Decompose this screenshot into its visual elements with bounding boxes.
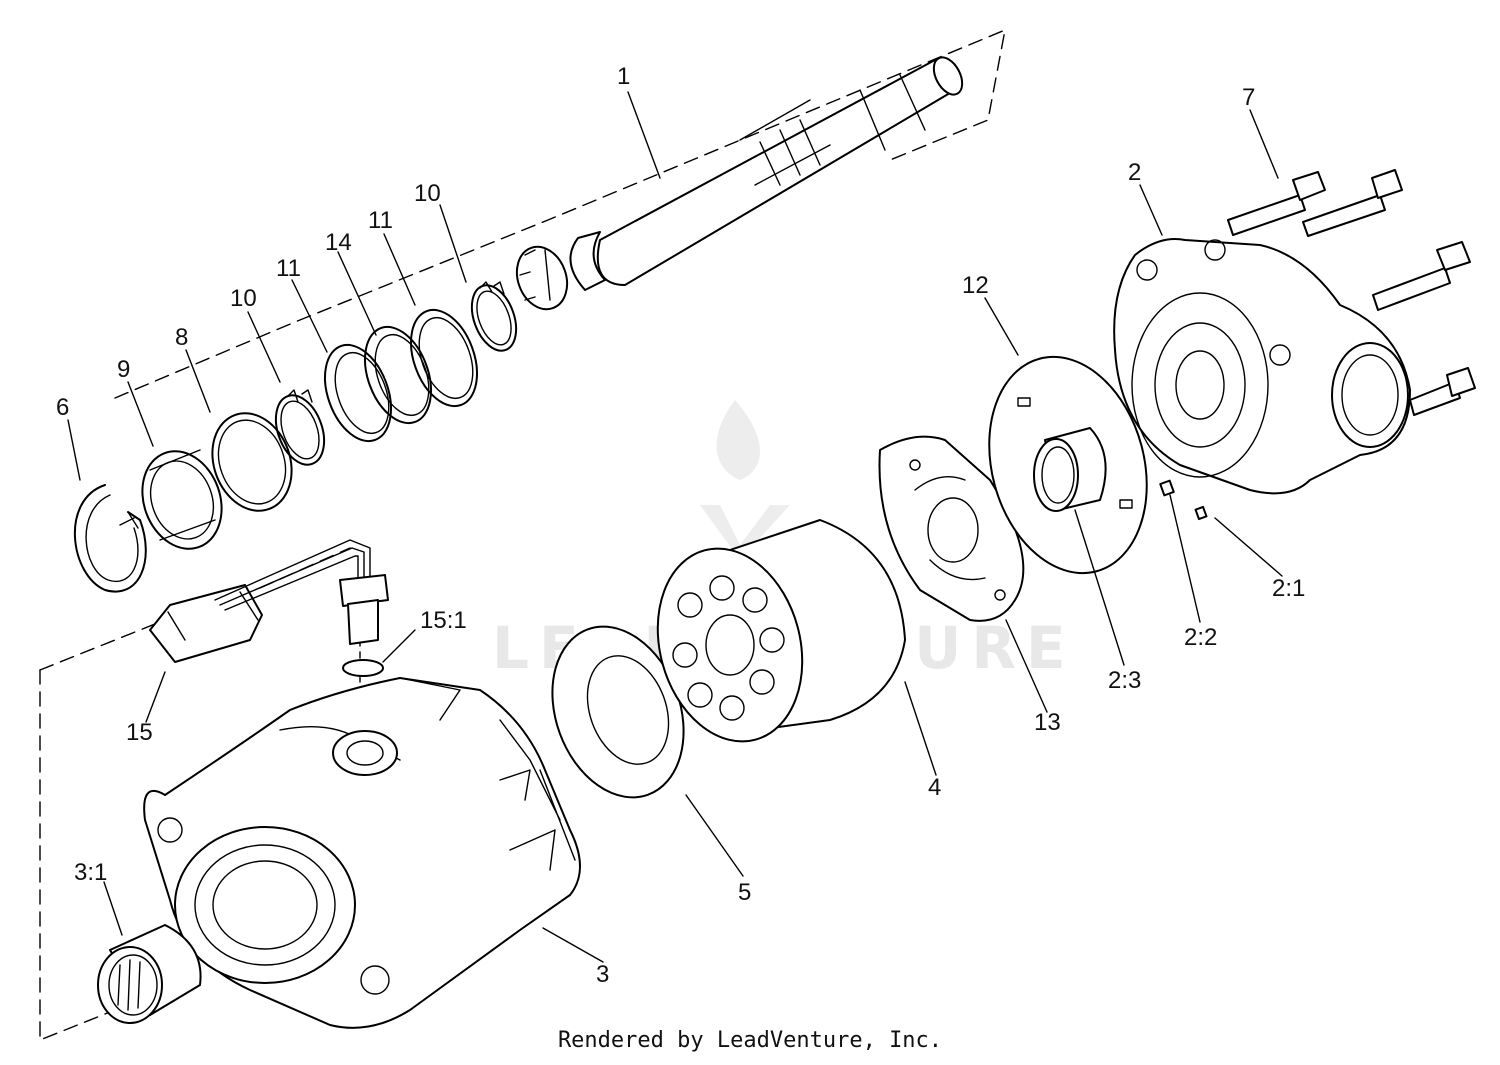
- callout-3-1: 3:1: [74, 859, 107, 886]
- part-2-end-cap: [1113, 238, 1411, 495]
- callout-2: 2: [1128, 159, 1141, 186]
- part-11-washer-left: [324, 343, 392, 443]
- part-11-washer-right: [410, 308, 478, 408]
- callout-labels: 1 2 3 4 5 6 7 8 9 10 10 11 11 12 13 14 1…: [56, 63, 1305, 988]
- callout-10-left: 10: [230, 285, 257, 312]
- part-3-housing: [143, 677, 581, 1029]
- callout-13: 13: [1034, 709, 1061, 736]
- callout-6: 6: [56, 394, 69, 421]
- part-10-snap-ring-left: [274, 389, 326, 466]
- callout-9: 9: [117, 356, 130, 383]
- callout-4: 4: [928, 774, 941, 801]
- callout-1: 1: [617, 63, 630, 90]
- part-9-seal: [141, 449, 223, 550]
- part-13-port-plate: [878, 435, 1025, 622]
- callout-5: 5: [738, 879, 751, 906]
- part-4-cylinder-block: [656, 519, 906, 743]
- part-3-1-bushing: [97, 924, 202, 1024]
- parts-pins: [1159, 479, 1208, 521]
- part-8-ring: [211, 412, 293, 512]
- callout-7: 7: [1242, 84, 1255, 111]
- part-7-bolts: [1227, 169, 1476, 416]
- callout-11-right: 11: [368, 207, 393, 234]
- callout-15: 15: [126, 719, 153, 746]
- callout-8: 8: [175, 324, 188, 351]
- part-10-snap-ring-right: [470, 281, 518, 352]
- callout-11-left: 11: [276, 255, 301, 282]
- leader-lines: [67, 91, 1283, 963]
- callout-2-3: 2:3: [1108, 667, 1141, 694]
- callout-14: 14: [325, 229, 352, 256]
- footer-credit: Rendered by LeadVenture, Inc.: [557, 1028, 943, 1053]
- callout-2-1: 2:1: [1272, 575, 1305, 602]
- callout-10-right: 10: [414, 180, 441, 207]
- callout-3: 3: [596, 961, 609, 988]
- part-14-thrust-washer: [364, 325, 432, 425]
- part-1-shaft: [515, 56, 964, 311]
- part-15-sensor-harness: [149, 539, 389, 677]
- part-6-retaining-ring: [73, 484, 147, 593]
- callout-15-1: 15:1: [420, 607, 467, 634]
- part-2-3-bearing: [1033, 427, 1107, 512]
- callout-12: 12: [962, 272, 989, 299]
- callout-2-2: 2:2: [1184, 624, 1217, 651]
